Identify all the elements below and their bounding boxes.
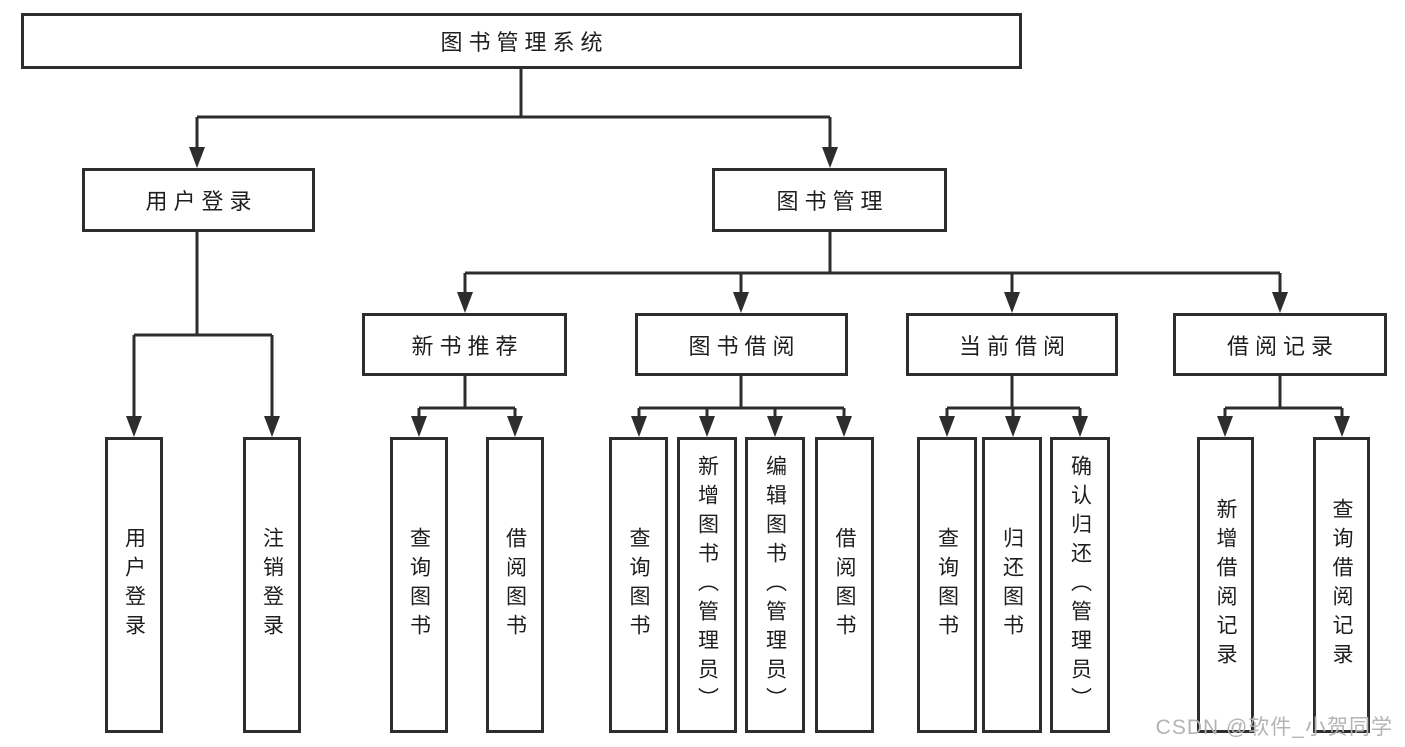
node-leaf-query-books-current: 查询图书 [917,437,977,733]
node-leaf-query-books-borrow: 查询图书 [609,437,668,733]
node-leaf-borrow-books-recommend: 借阅图书 [486,437,544,733]
node-leaf-query-books-recommend: 查询图书 [390,437,448,733]
node-leaf-logout: 注销登录 [243,437,301,733]
node-book-borrowing: 图书借阅 [635,313,848,376]
node-new-book-recommendation: 新书推荐 [362,313,567,376]
node-leaf-add-book-admin: 新增图书（管理员） [677,437,737,733]
node-library-management-system: 图书管理系统 [21,13,1022,69]
node-leaf-confirm-return-admin: 确认归还（管理员） [1050,437,1110,733]
node-leaf-return-books: 归还图书 [982,437,1042,733]
node-current-borrowing: 当前借阅 [906,313,1118,376]
node-leaf-query-borrow-record: 查询借阅记录 [1313,437,1370,733]
watermark: CSDN @软件_小贺同学 [1155,716,1393,739]
node-book-management: 图书管理 [712,168,947,232]
node-user-login: 用户登录 [82,168,315,232]
node-leaf-add-borrow-record: 新增借阅记录 [1197,437,1254,733]
node-borrowing-records: 借阅记录 [1173,313,1387,376]
node-leaf-user-login: 用户登录 [105,437,163,733]
node-leaf-borrow-books: 借阅图书 [815,437,874,733]
node-leaf-edit-book-admin: 编辑图书（管理员） [745,437,805,733]
